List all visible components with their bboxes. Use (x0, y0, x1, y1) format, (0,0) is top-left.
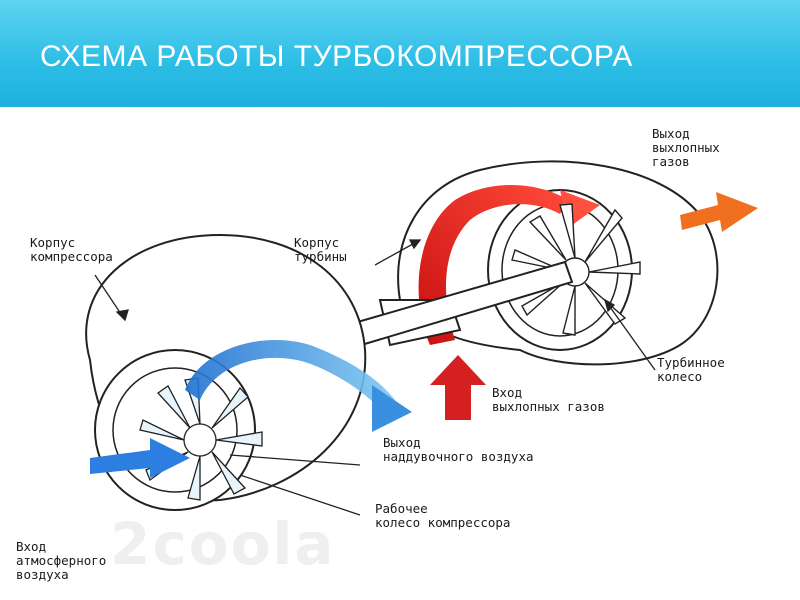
page-title: СХЕМА РАБОТЫ ТУРБОКОМПРЕССОРА (40, 40, 633, 73)
leader-lines (94, 239, 656, 516)
label-boost-air-out: Выход наддувочного воздуха (383, 435, 534, 464)
turbocharger-diagram (85, 160, 758, 516)
label-exhaust-out: Выход выхлопных газов (652, 126, 720, 169)
label-exhaust-in: Вход выхлопных газов (492, 385, 605, 414)
label-air-in: Вход атмосферного воздуха (16, 539, 107, 582)
cold-air-flow (185, 340, 395, 412)
turbine-wheel (511, 203, 641, 336)
boost-air-arrow (372, 385, 412, 432)
watermark: 2coola (110, 510, 336, 578)
label-compressor-housing: Корпус компрессора (30, 235, 113, 264)
title-bar: СХЕМА РАБОТЫ ТУРБОКОМПРЕССОРА (0, 0, 800, 107)
label-turbine-wheel: Турбинное колесо (657, 355, 725, 384)
hot-gas-flow (418, 184, 568, 345)
label-turbine-housing: Корпус турбины (294, 235, 347, 264)
exhaust-in-arrow (430, 355, 486, 420)
air-in-arrow (90, 438, 190, 478)
label-compressor-wheel: Рабочее колесо компрессора (375, 501, 511, 530)
exhaust-out-arrow (680, 192, 758, 232)
